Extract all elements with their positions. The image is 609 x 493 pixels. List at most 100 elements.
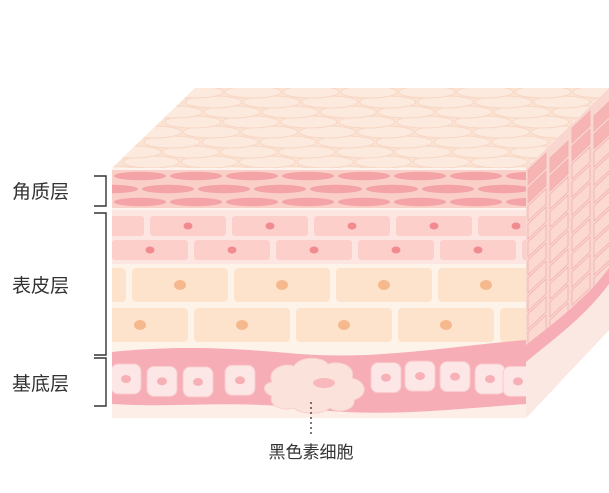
corneum-cell <box>226 171 278 181</box>
corneum-cell <box>170 197 222 207</box>
corneum-cell <box>506 197 526 207</box>
side-cell <box>549 140 569 174</box>
stratum-corneum-layer <box>112 170 526 208</box>
side-cell <box>549 284 569 318</box>
side-cell <box>571 200 591 234</box>
corneum-cell <box>422 184 474 194</box>
granular-cell <box>500 308 526 342</box>
cell-nucleus <box>174 280 186 290</box>
surface-scale <box>282 88 340 99</box>
stratum-corneum-bracket <box>94 175 107 207</box>
side-cell <box>527 260 547 294</box>
side-cell <box>549 176 569 210</box>
spinous-cell <box>478 216 526 236</box>
corneum-cell <box>114 171 166 181</box>
corneum-cell <box>254 184 306 194</box>
cell-nucleus <box>236 320 248 330</box>
surface-scale <box>125 125 182 139</box>
side-cell <box>527 188 547 222</box>
skin-front-face <box>0 168 526 418</box>
side-cell <box>527 206 547 240</box>
cell-nucleus <box>338 320 350 330</box>
basal-layer-label: 基底层 <box>12 373 69 395</box>
surface-scale <box>166 88 224 99</box>
spinous-cell <box>522 240 526 260</box>
cell-nucleus <box>391 246 401 254</box>
granular-cell <box>112 308 188 342</box>
cell-nucleus <box>72 280 84 290</box>
side-cell <box>571 146 591 180</box>
side-cell <box>527 152 547 186</box>
side-cell <box>593 188 609 222</box>
side-cell <box>549 158 569 192</box>
epidermis-label: 表皮层 <box>12 275 69 297</box>
granular-layer <box>0 264 526 354</box>
corneum-cell <box>114 197 166 207</box>
skin-side-face <box>526 88 609 418</box>
corneum-cell <box>112 184 138 194</box>
side-cell <box>549 194 569 228</box>
cell-nucleus <box>309 246 319 254</box>
corneum-cell <box>282 197 334 207</box>
stratum-corneum-label: 角质层 <box>12 181 69 203</box>
side-cell <box>527 278 547 312</box>
side-cell <box>593 134 609 168</box>
side-cell <box>527 224 547 258</box>
cell-nucleus <box>227 246 237 254</box>
side-cell <box>549 266 569 300</box>
surface-scale <box>456 88 514 99</box>
corneum-cell <box>226 197 278 207</box>
cell-nucleus <box>429 222 439 230</box>
corneum-cell <box>338 171 390 181</box>
cell-nucleus <box>193 377 203 386</box>
side-cell <box>527 296 547 330</box>
side-cell <box>593 206 609 240</box>
corneum-cell <box>310 184 362 194</box>
granular-cell <box>112 268 126 302</box>
side-cell <box>593 242 609 276</box>
surface-scale <box>340 88 398 99</box>
side-cell <box>549 248 569 282</box>
cell-nucleus <box>235 376 245 385</box>
spinous-cell <box>30 240 106 260</box>
side-cell <box>571 272 591 306</box>
side-cell <box>571 110 591 144</box>
spinous-layer <box>30 210 526 264</box>
cell-nucleus <box>145 246 155 254</box>
cell-nucleus <box>473 246 483 254</box>
melanocyte-cell <box>264 357 365 414</box>
cell-nucleus <box>32 320 44 330</box>
corneum-cell <box>282 171 334 181</box>
cell-nucleus <box>511 222 521 230</box>
corneum-cell <box>450 171 502 181</box>
cell-nucleus <box>183 222 193 230</box>
cell-nucleus <box>513 377 523 386</box>
corneum-cell <box>394 171 446 181</box>
cell-nucleus <box>415 372 425 381</box>
cell-nucleus <box>157 377 167 386</box>
surface-scale <box>398 88 456 99</box>
basal-layer <box>112 340 526 418</box>
melanocyte-label: 黑色素细胞 <box>269 443 354 463</box>
side-cell <box>571 164 591 198</box>
side-cell <box>593 170 609 204</box>
side-cell <box>571 218 591 252</box>
cell-nucleus <box>134 320 146 330</box>
cell-nucleus <box>64 247 73 254</box>
surface-scale <box>224 88 282 99</box>
surface-scale <box>514 88 572 99</box>
corneum-cell <box>170 171 222 181</box>
granular-cell <box>0 308 86 342</box>
side-cell <box>527 242 547 276</box>
spinous-cell <box>112 216 144 236</box>
cell-nucleus <box>378 280 390 290</box>
corneum-cell <box>450 197 502 207</box>
corneum-cell <box>198 184 250 194</box>
surface-scale <box>145 105 203 119</box>
epidermis-bracket <box>94 212 107 356</box>
cell-nucleus <box>265 222 275 230</box>
side-cell <box>571 128 591 162</box>
side-cell <box>593 224 609 258</box>
cell-nucleus <box>480 280 492 290</box>
